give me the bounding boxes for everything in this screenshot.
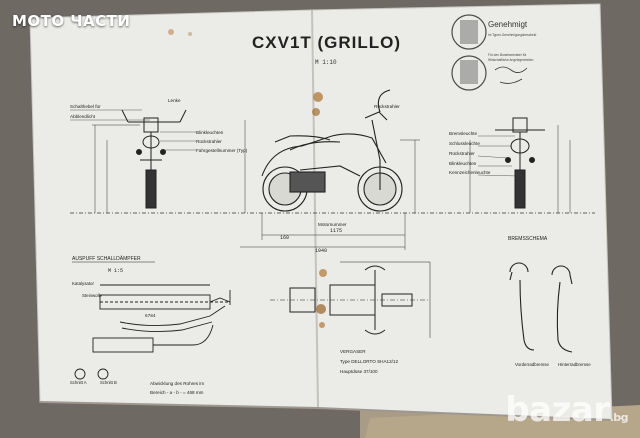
front-view-drawing	[121, 109, 187, 209]
label-fahrgestell: Fahrgestellnummer (Typ)	[196, 148, 248, 153]
stamp-line2: im Typen-Genehmigungsbescheid	[488, 33, 537, 37]
rear-view-drawing	[495, 117, 545, 209]
site-watermark: bazar.bg	[505, 390, 628, 430]
carb-title: VERGASER	[340, 349, 366, 354]
exhaust-caption1: Abwicklung des Rohres im	[150, 381, 204, 386]
label-rueckstrahler-left: Rückstrahler	[196, 139, 222, 144]
label-kennzeichen: Kennzeichenleuchte	[449, 170, 491, 175]
exhaust-drawing: AUSPUFF SCHALLDÄMPFER M 1:5 Katalysator …	[70, 255, 231, 395]
exhaust-scale: M 1:5	[108, 268, 123, 274]
label-rueckstrahler-right: Rückstrahler	[449, 151, 475, 156]
carb-line1: Type DELLORTO SHA12/12	[340, 359, 398, 364]
dim-1175: 1175	[330, 228, 342, 234]
watermark-tld: .bg	[609, 411, 629, 424]
carburetor-caption: VERGASER Type DELLORTO SHA12/12 Hauptdüs…	[340, 349, 398, 374]
exhaust-cat: Katalysator	[72, 281, 95, 286]
watermark-main: bazar	[505, 390, 610, 430]
label-motornummer: Motornummer	[318, 222, 347, 227]
exhaust-title: AUSPUFF SCHALLDÄMPFER	[72, 255, 141, 262]
dim-160: 160	[280, 235, 289, 241]
label-blinkleuchten-left: Blinkleuchten	[196, 130, 224, 135]
brake-rear: Hinterradbremse	[558, 362, 591, 367]
overlay-title: МОТО ЧАСТИ	[12, 12, 131, 30]
stamp-line4: Wirtschaftliche Angelegenheiten	[488, 58, 534, 62]
carb-line2: Hauptdüse 37/100	[340, 369, 378, 374]
brake-scheme-drawing: BREMSSCHEMA Vorderradbremse Hinterradbre…	[508, 236, 591, 367]
brake-title: BREMSSCHEMA	[508, 236, 548, 242]
sheet-title: CXV1T (GRILLO)	[252, 33, 401, 52]
dim-1940: 1940	[315, 248, 327, 254]
sheet-scale: M 1:10	[315, 59, 337, 66]
exhaust-pipe: Steinwolle	[82, 293, 103, 298]
label-bremsleuchte: Bremsleuchte	[449, 131, 478, 136]
exhaust-cut-a: Schnitt A	[70, 380, 87, 385]
exhaust-caption2: Bereich - a - b - = 468 mm	[150, 390, 204, 395]
side-view-drawing	[261, 89, 403, 212]
exhaust-code: 6784	[145, 314, 156, 319]
stamp-line3: Für den Bundesminister für	[488, 53, 527, 57]
label-schalthebel: Schalthebel für	[70, 104, 101, 109]
top-view-drawing	[270, 261, 431, 338]
exhaust-cut-b: Schnitt B	[100, 380, 117, 385]
label-blinkleuchten-right: Blinkleuchten	[449, 161, 477, 166]
label-abblendlicht: Abblendlicht	[70, 114, 96, 119]
brake-front: Vorderradbremse	[515, 362, 549, 367]
label-rueckstrahler-side: Rückstrahler	[374, 104, 400, 109]
stamp-line1: Genehmigt	[488, 20, 528, 29]
label-corner: Lenke	[168, 98, 181, 103]
approval-stamp: Genehmigt im Typen-Genehmigungsbescheid …	[451, 14, 537, 91]
label-schlussleuchte: Schlussleuchte	[449, 141, 480, 146]
